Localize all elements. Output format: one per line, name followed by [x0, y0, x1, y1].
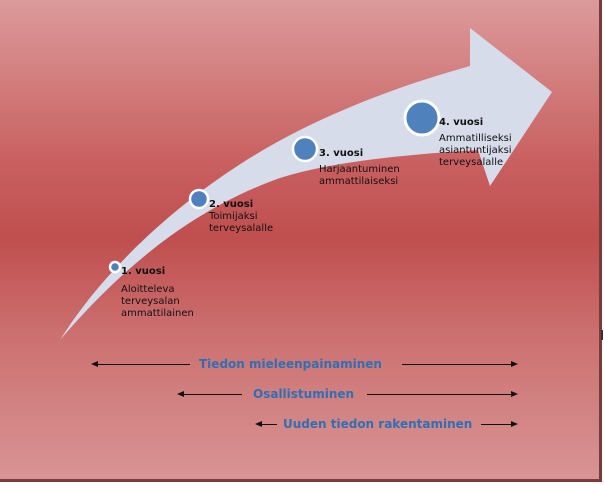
- year-3-title: 3. vuosi: [319, 148, 364, 159]
- phase-3-line-right: [481, 424, 512, 425]
- year-2-dot: [188, 188, 210, 210]
- year-4-dot: [403, 99, 441, 137]
- arrowhead-left-icon: [177, 391, 184, 397]
- arrowhead-right-icon: [511, 361, 518, 367]
- year-1-label: 1. vuosi Aloitteleva terveysalan ammatti…: [121, 266, 194, 320]
- year-2-desc: Toimijaksi: [209, 211, 258, 222]
- phase-2-line-left: [182, 394, 242, 395]
- phase-1-label: Tiedon mieleenpainaminen: [199, 357, 382, 371]
- phase-3-label: Uuden tiedon rakentaminen: [283, 417, 473, 431]
- arrowhead-left-icon: [255, 421, 262, 427]
- year-4-label: 4. vuosi Ammatilliseksi asiantuntijaksi …: [439, 117, 512, 169]
- year-4-desc: terveysalalle: [439, 157, 504, 168]
- year-4-desc: Ammatilliseksi: [439, 133, 512, 144]
- year-1-desc: terveysalan: [121, 296, 180, 307]
- year-3-label: 3. vuosi Harjaantuminen ammattilaiseksi: [319, 148, 400, 188]
- year-3-desc: ammattilaiseksi: [319, 176, 399, 187]
- year-1-desc: Aloitteleva: [121, 284, 175, 295]
- phase-1-line-right: [402, 364, 512, 365]
- year-4-desc: asiantuntijaksi: [439, 145, 512, 156]
- year-4-title: 4. vuosi: [439, 117, 484, 128]
- year-2-title: 2. vuosi: [209, 199, 254, 210]
- year-1-dot: [108, 260, 122, 274]
- year-3-dot: [291, 135, 319, 163]
- year-1-desc: ammattilainen: [121, 308, 194, 319]
- phase-2-line-right: [367, 394, 512, 395]
- year-2-label: 2. vuosi Toimijaksi terveysalalle: [209, 199, 273, 235]
- arrowhead-right-icon: [511, 391, 518, 397]
- year-1-title: 1. vuosi: [121, 266, 166, 277]
- arrowhead-left-icon: [91, 361, 98, 367]
- arrowhead-right-icon: [511, 421, 518, 427]
- phase-2-label: Osallistuminen: [253, 387, 355, 401]
- phase-3-line-left: [260, 424, 277, 425]
- year-3-desc: Harjaantuminen: [319, 164, 400, 175]
- edge-mark: [601, 330, 603, 340]
- year-2-desc: terveysalalle: [209, 223, 274, 234]
- phase-1-line-left: [96, 364, 190, 365]
